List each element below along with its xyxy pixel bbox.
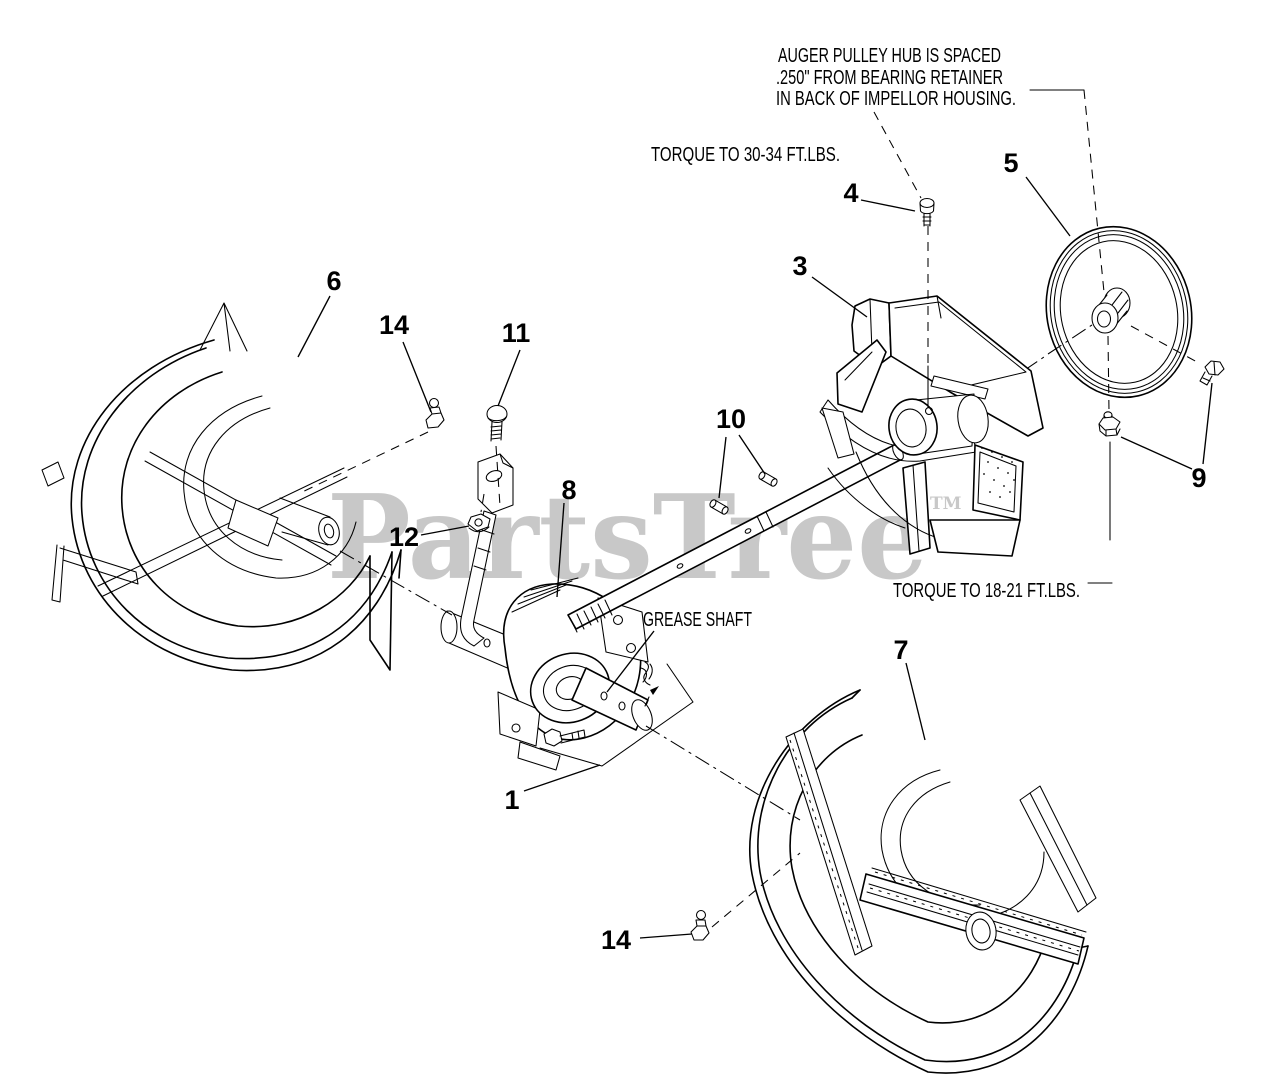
axis-line-right bbox=[645, 725, 801, 821]
watermark-tm: TM bbox=[930, 494, 962, 514]
grease-symbol bbox=[640, 661, 659, 707]
housing-stipple bbox=[981, 447, 1015, 498]
callout-8[interactable]: 8 bbox=[561, 475, 576, 505]
note-to-screw-dash bbox=[873, 111, 922, 199]
grease-shaft-label: GREASE SHAFT bbox=[643, 609, 752, 631]
roll-pin-10a bbox=[709, 499, 729, 515]
grease-fitting-14-bottom bbox=[690, 909, 710, 941]
callout-11[interactable]: 11 bbox=[502, 318, 531, 348]
pulley-hub-note-line1: AUGER PULLEY HUB IS SPACED bbox=[778, 45, 1001, 67]
auger-left bbox=[41, 302, 402, 672]
grease-shaft-detail-frame bbox=[539, 663, 694, 767]
callout-4[interactable]: 4 bbox=[843, 178, 858, 208]
callouts: 1 3 4 5 6 7 8 9 10 11 12 14 14 bbox=[326, 148, 1206, 955]
pulley-hub bbox=[1091, 287, 1131, 334]
pulley-hub-note-line3: IN BACK OF IMPELLOR HOUSING. bbox=[776, 88, 1016, 110]
callout-1[interactable]: 1 bbox=[504, 785, 519, 815]
pulley-hub-note-line2: .250" FROM BEARING RETAINER bbox=[776, 67, 1003, 89]
callout-14-bottom[interactable]: 14 bbox=[601, 925, 631, 955]
auger-pulley bbox=[1045, 225, 1193, 399]
leader-lines bbox=[297, 176, 1213, 939]
torque-note-top: TORQUE TO 30-34 FT.LBS. bbox=[651, 144, 840, 166]
callout-6[interactable]: 6 bbox=[326, 266, 341, 296]
callout-5[interactable]: 5 bbox=[1003, 148, 1018, 178]
callout-7[interactable]: 7 bbox=[893, 635, 908, 665]
callout-14-left[interactable]: 14 bbox=[379, 310, 409, 340]
annotations: AUGER PULLEY HUB IS SPACED .250" FROM BE… bbox=[643, 45, 1080, 631]
auger-right bbox=[749, 689, 1097, 1074]
callout-12[interactable]: 12 bbox=[389, 522, 419, 552]
nut-9 bbox=[1098, 411, 1121, 437]
axis-line-left bbox=[339, 550, 453, 616]
screw-4 bbox=[919, 197, 935, 227]
callout-3[interactable]: 3 bbox=[792, 251, 807, 281]
bolt-9 bbox=[1199, 360, 1225, 386]
note-to-hub-dash bbox=[1083, 89, 1105, 293]
grease-fitting-14-left bbox=[425, 397, 445, 429]
construction-lines bbox=[297, 89, 1198, 928]
callout-9[interactable]: 9 bbox=[1191, 463, 1206, 493]
auger-shaft bbox=[567, 443, 904, 633]
callout-10[interactable]: 10 bbox=[716, 404, 746, 434]
gearbox-bolt bbox=[543, 728, 586, 747]
gearbox bbox=[440, 453, 653, 771]
torque-note-right: TORQUE TO 18-21 FT.LBS. bbox=[893, 580, 1080, 602]
roll-pin-10b bbox=[758, 471, 778, 487]
nut-12 bbox=[467, 513, 491, 533]
bolt-11 bbox=[486, 404, 508, 442]
